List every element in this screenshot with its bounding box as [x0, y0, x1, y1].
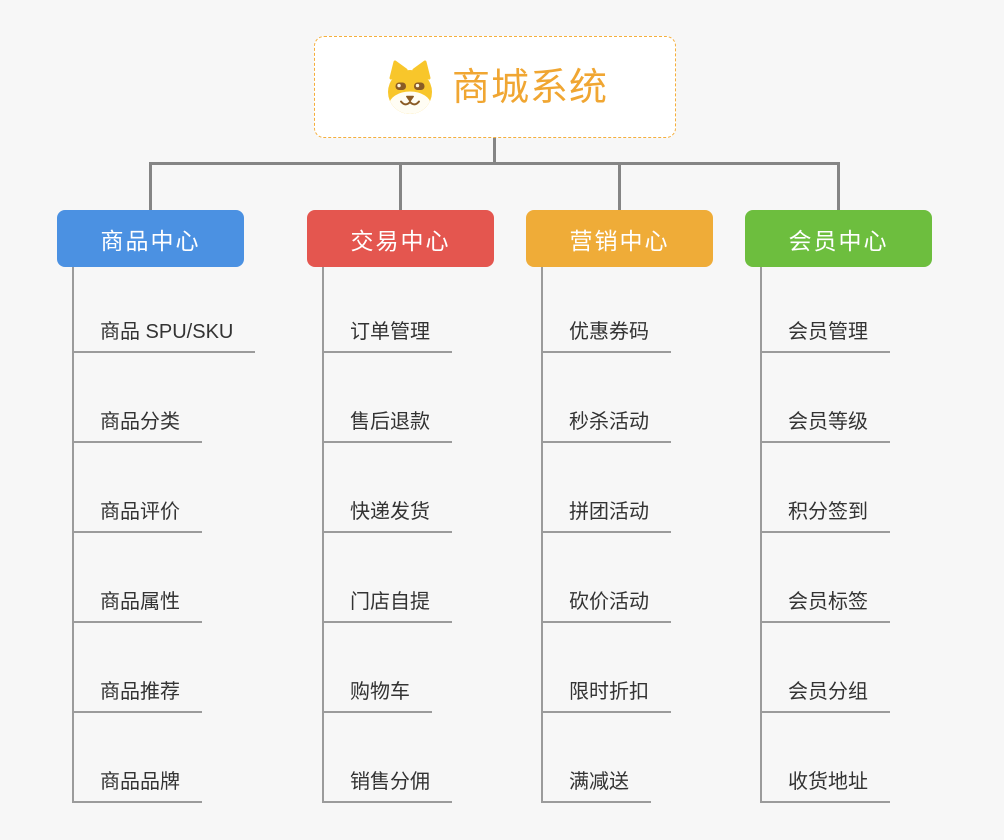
leaf-node[interactable]: 砍价活动	[541, 533, 671, 623]
leaf-node[interactable]: 满减送	[541, 713, 651, 803]
leaf-node[interactable]: 商品 SPU/SKU	[72, 267, 256, 353]
leaf-node[interactable]: 售后退款	[322, 353, 452, 443]
leaf-node[interactable]: 优惠券码	[541, 267, 671, 353]
connector-branch-trunk	[760, 267, 762, 803]
connector-root-trunk	[493, 137, 496, 165]
leaf-node[interactable]: 会员管理	[760, 267, 890, 353]
leaf-list: 商品 SPU/SKU 商品分类商品评价商品属性商品推荐商品品牌	[72, 267, 256, 803]
branch-column-1: 交易中心订单管理售后退款快递发货门店自提购物车销售分佣	[307, 210, 494, 803]
leaf-node[interactable]: 拼团活动	[541, 443, 671, 533]
leaf-label: 限时折扣	[569, 681, 649, 703]
root-node[interactable]: 商城系统	[314, 36, 676, 138]
branch-column-2: 营销中心优惠券码秒杀活动拼团活动砍价活动限时折扣满减送	[526, 210, 713, 803]
leaf-label: 门店自提	[350, 591, 430, 613]
leaf-label: 商品 SPU/SKU	[100, 321, 234, 343]
connector-branch-trunk	[541, 267, 543, 803]
leaf-label: 销售分佣	[350, 771, 430, 793]
leaf-label: 会员等级	[788, 411, 868, 433]
root-title: 商城系统	[451, 67, 608, 109]
leaf-node[interactable]: 购物车	[322, 623, 432, 713]
branch-column-3: 会员中心会员管理会员等级积分签到会员标签会员分组收货地址	[745, 210, 932, 803]
leaf-node[interactable]: 商品品牌	[72, 713, 202, 803]
connector-branch-trunk	[72, 267, 74, 803]
connector-drop	[837, 162, 840, 211]
leaf-label: 会员标签	[788, 591, 868, 613]
leaf-label: 商品属性	[100, 591, 180, 613]
leaf-label: 售后退款	[350, 411, 430, 433]
connector-drop	[149, 162, 152, 211]
leaf-node[interactable]: 商品推荐	[72, 623, 202, 713]
leaf-label: 订单管理	[350, 321, 430, 343]
leaf-node[interactable]: 商品分类	[72, 353, 202, 443]
leaf-list: 会员管理会员等级积分签到会员标签会员分组收货地址	[760, 267, 890, 803]
leaf-node[interactable]: 商品属性	[72, 533, 202, 623]
leaf-node[interactable]: 积分签到	[760, 443, 890, 533]
leaf-node[interactable]: 会员分组	[760, 623, 890, 713]
leaf-label: 商品品牌	[100, 771, 180, 793]
leaf-node[interactable]: 销售分佣	[322, 713, 452, 803]
leaf-node[interactable]: 会员标签	[760, 533, 890, 623]
connector-branch-trunk	[322, 267, 324, 803]
leaf-node[interactable]: 秒杀活动	[541, 353, 671, 443]
leaf-label: 砍价活动	[569, 591, 649, 613]
leaf-node[interactable]: 门店自提	[322, 533, 452, 623]
leaf-node[interactable]: 快递发货	[322, 443, 452, 533]
branch-node[interactable]: 商品中心	[57, 210, 244, 267]
branch-node[interactable]: 会员中心	[745, 210, 932, 267]
branch-column-0: 商品中心商品 SPU/SKU 商品分类商品评价商品属性商品推荐商品品牌	[57, 210, 256, 803]
leaf-node[interactable]: 订单管理	[322, 267, 452, 353]
dog-face-icon	[387, 60, 432, 114]
leaf-label: 快递发货	[350, 501, 430, 523]
leaf-label: 商品推荐	[100, 681, 180, 703]
leaf-label: 满减送	[569, 771, 629, 793]
leaf-node[interactable]: 会员等级	[760, 353, 890, 443]
leaf-label: 会员分组	[788, 681, 868, 703]
leaf-node[interactable]: 商品评价	[72, 443, 202, 533]
leaf-node[interactable]: 收货地址	[760, 713, 890, 803]
connector-drop	[399, 162, 402, 211]
leaf-list: 优惠券码秒杀活动拼团活动砍价活动限时折扣满减送	[541, 267, 671, 803]
leaf-label: 购物车	[350, 681, 410, 703]
connector-horizontal-bar	[149, 162, 840, 165]
leaf-label: 会员管理	[788, 321, 868, 343]
leaf-list: 订单管理售后退款快递发货门店自提购物车销售分佣	[322, 267, 452, 803]
leaf-label: 优惠券码	[569, 321, 649, 343]
leaf-label: 收货地址	[788, 771, 868, 793]
leaf-label: 商品分类	[100, 411, 180, 433]
leaf-label: 商品评价	[100, 501, 180, 523]
branch-node[interactable]: 营销中心	[526, 210, 713, 267]
connector-drop	[618, 162, 621, 211]
branch-node[interactable]: 交易中心	[307, 210, 494, 267]
leaf-node[interactable]: 限时折扣	[541, 623, 671, 713]
leaf-label: 秒杀活动	[569, 411, 649, 433]
leaf-label: 积分签到	[788, 501, 868, 523]
leaf-label: 拼团活动	[569, 501, 649, 523]
